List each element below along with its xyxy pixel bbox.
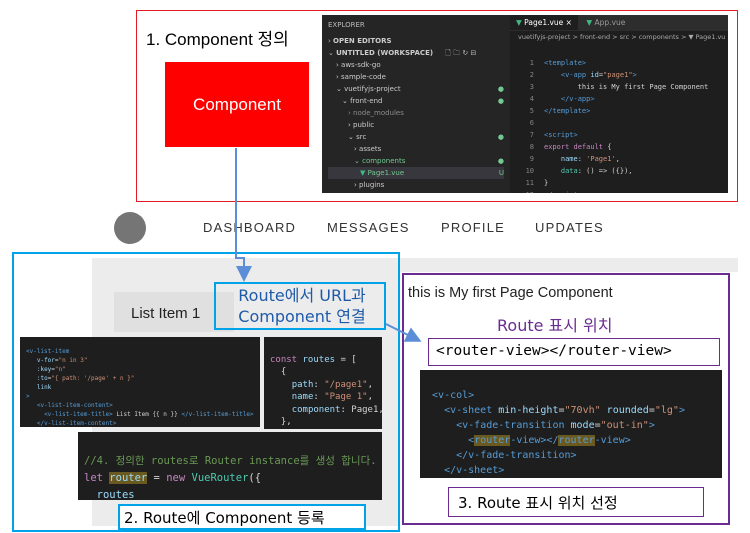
routes-code: const routes = [ { path: "/page1", name:… xyxy=(264,337,382,429)
vcol-code: <v-col> <v-sheet min-height="70vh" round… xyxy=(420,370,722,478)
step2-frame xyxy=(12,252,400,532)
explorer-item[interactable]: ⌄ components● xyxy=(354,157,504,165)
step3-frame xyxy=(402,273,730,525)
router-code: //4. 정의한 routes로 Router instance를 생성 합니다… xyxy=(78,432,382,500)
nav-dashboard[interactable]: DASHBOARD xyxy=(203,220,297,235)
vscode-window: EXPLORER › OPEN EDITORS ⌄ UNTITLED (WORK… xyxy=(322,15,728,193)
tab-page1[interactable]: ▼ Page1.vue × xyxy=(510,15,578,30)
vlist-code: <v-list-item v-for="n in 3" :key="n" :to… xyxy=(20,337,260,427)
explorer-panel: EXPLORER › OPEN EDITORS ⌄ UNTITLED (WORK… xyxy=(322,15,510,193)
editor-tabs: ▼ Page1.vue × ▼ App.vue xyxy=(510,15,728,31)
explorer-item[interactable]: ⌄ front-end● xyxy=(342,97,504,105)
explorer-item[interactable]: › sample-code xyxy=(336,73,386,81)
route-callout xyxy=(214,282,386,330)
explorer-item[interactable]: › node_modules xyxy=(348,109,404,117)
step2-label-box xyxy=(118,504,366,530)
explorer-item[interactable]: › plugins xyxy=(354,181,385,189)
component-box: Component xyxy=(165,62,309,147)
explorer-item[interactable]: ⌄ src● xyxy=(348,133,504,141)
router-view-box xyxy=(428,338,720,366)
step2-label: 2. Route에 Component 등록 xyxy=(124,509,325,527)
nav-updates[interactable]: UPDATES xyxy=(535,220,604,235)
open-editors-row[interactable]: › OPEN EDITORS xyxy=(328,37,392,45)
page1-code: 1<template> 2 <v-app id="page1"> 3 this … xyxy=(518,45,728,193)
step1-frame xyxy=(136,10,738,202)
explorer-item[interactable]: › public xyxy=(348,121,375,129)
editor-breadcrumb: vuetifyjs-project > front-end > src > co… xyxy=(518,33,726,41)
step3-label-box xyxy=(448,487,704,517)
explorer-item[interactable]: ⌄ vuetifyjs-project● xyxy=(336,85,504,93)
tab-app[interactable]: ▼ App.vue xyxy=(586,18,626,27)
nav-messages[interactable]: MESSAGES xyxy=(327,220,410,235)
list-item-1-label: List Item 1 xyxy=(131,305,201,322)
explorer-title: EXPLORER xyxy=(328,21,365,29)
route-display-label: Route 표시 위치 xyxy=(497,316,613,335)
explorer-item[interactable]: › aws-sdk-go xyxy=(336,61,381,69)
router-view-tag: <router-view></router-view> xyxy=(436,343,672,359)
nav-profile[interactable]: PROFILE xyxy=(441,220,506,235)
component-box-label: Component xyxy=(193,94,281,114)
workspace-row[interactable]: ⌄ UNTITLED (WORKSPACE) 🗋 🗀 ↻ ⊟ xyxy=(328,49,477,57)
avatar[interactable] xyxy=(114,212,146,244)
step3-label: 3. Route 표시 위치 선정 xyxy=(458,494,618,512)
route-callout-text: Route에서 URL과 Component 연결 xyxy=(238,286,366,326)
explorer-item[interactable]: › assets xyxy=(354,145,382,153)
step1-label: 1. Component 정의 xyxy=(146,30,289,49)
page-component-text: this is My first Page Component xyxy=(408,285,613,301)
